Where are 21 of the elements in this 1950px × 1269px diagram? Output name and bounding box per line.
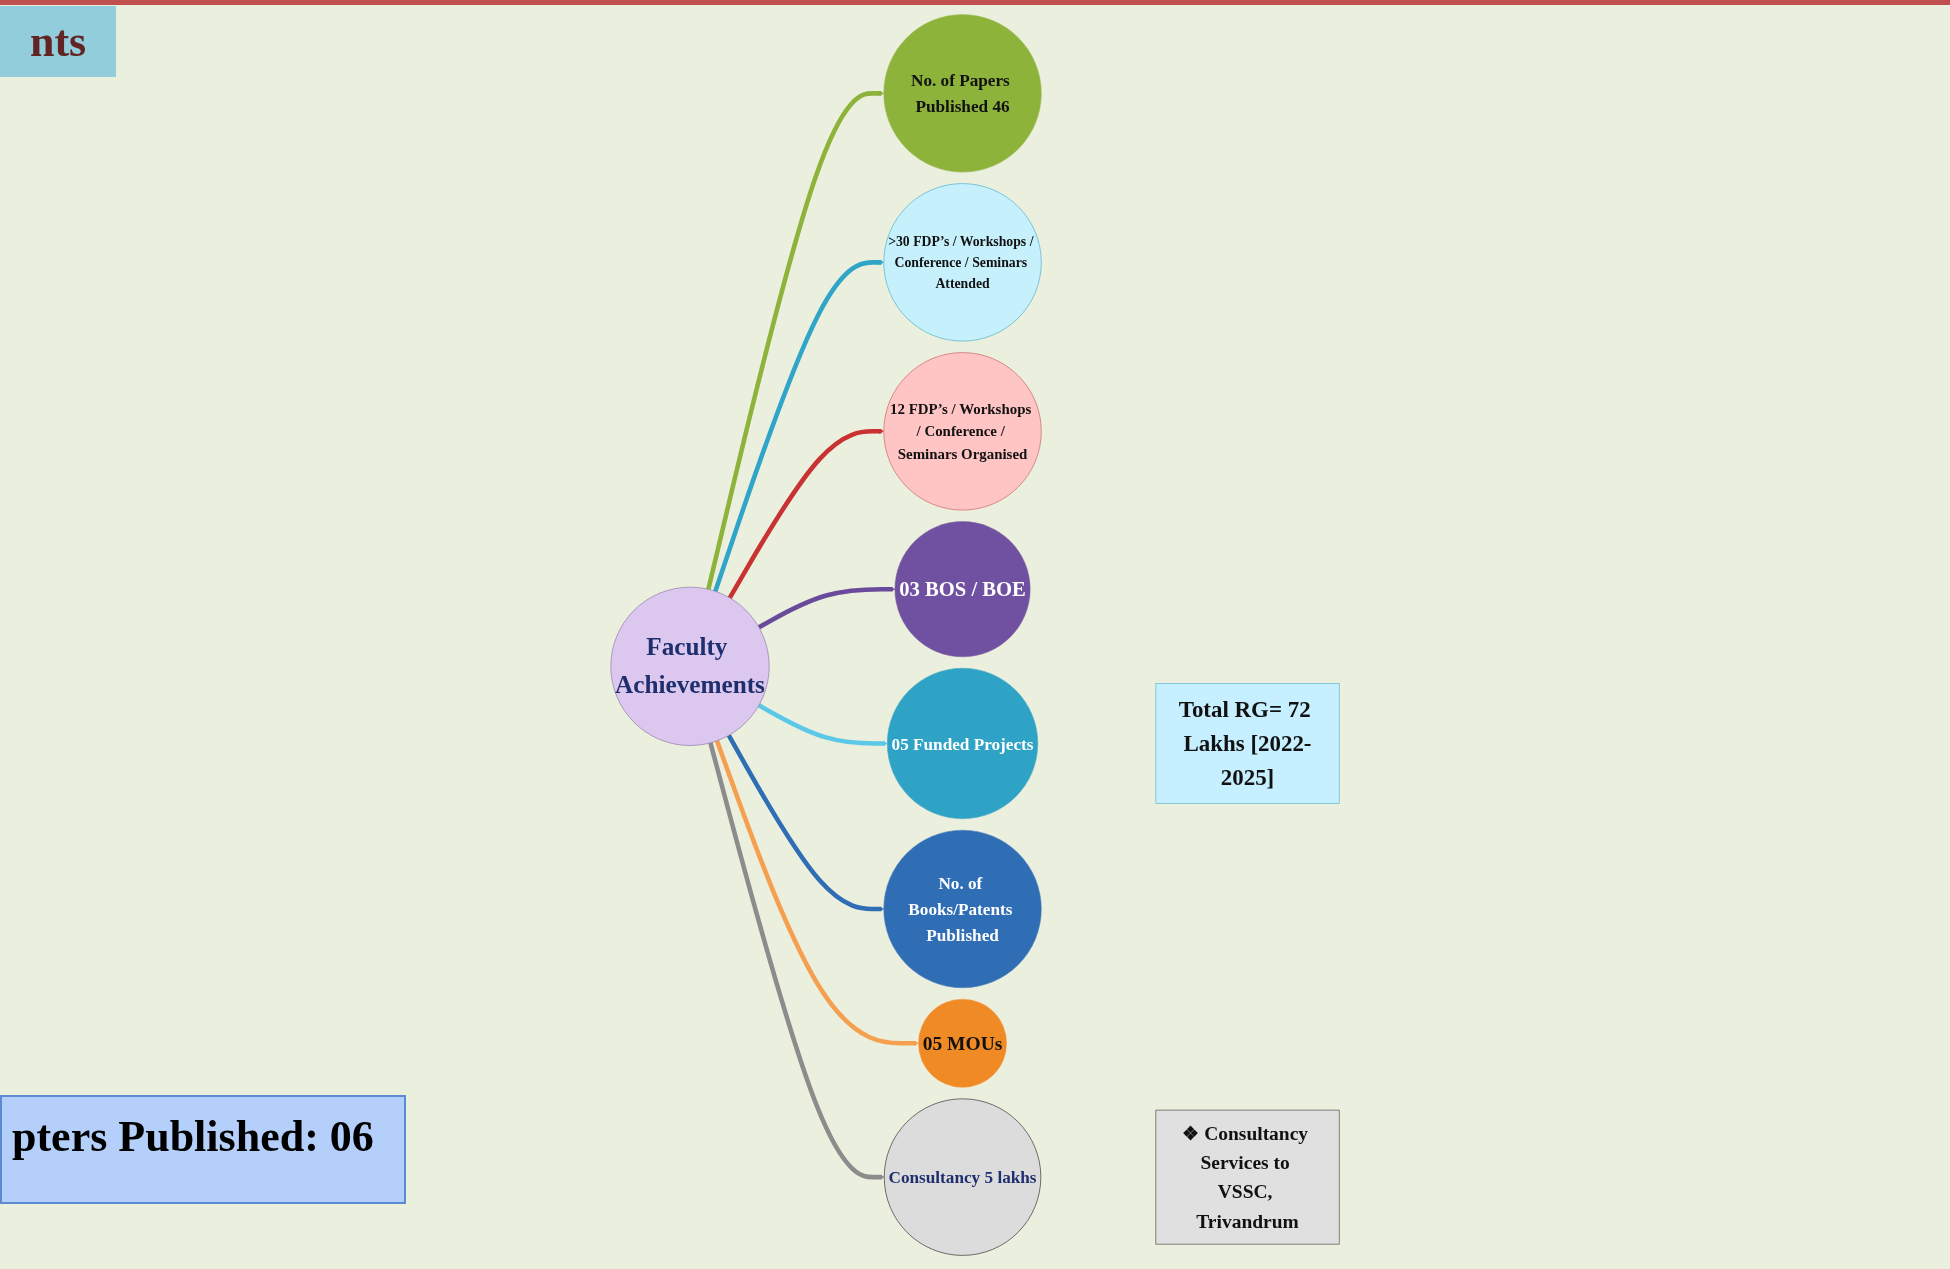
- node-circle: 03 BOS / BOE: [894, 521, 1031, 658]
- arrow: [714, 740, 919, 1046]
- arrow: [706, 90, 884, 590]
- arrow: [726, 734, 884, 912]
- arrow: [727, 428, 884, 599]
- node-circle: No. of Books/Patents Published: [883, 829, 1042, 989]
- title-tab: nts: [0, 6, 117, 77]
- node-circle: 12 FDP’s / Workshops / Conference / Seminars Organised: [883, 352, 1042, 511]
- node-circle: 05 MOUs: [918, 998, 1007, 1088]
- node-box: ❖ Consultancy Services to VSSC, Trivandrum: [1155, 1109, 1340, 1245]
- node-box: Total RG= 72 Lakhs [2022-2025]: [1155, 683, 1340, 804]
- node-circle: 05 Funded Projects: [887, 667, 1039, 820]
- arrow: [713, 259, 884, 593]
- node-circle: No. of Papers Published 46: [883, 14, 1042, 173]
- note-box: pters Published: 06: [0, 1095, 406, 1204]
- node-circle: Consultancy 5 lakhs: [883, 1098, 1042, 1256]
- arrow: [708, 742, 885, 1180]
- arrow: [757, 703, 888, 746]
- node-circle: Faculty Achievements: [610, 586, 770, 746]
- node-circle: >30 FDP’s / Workshops / Conference / Seminars Attended: [883, 183, 1042, 342]
- arrow: [757, 586, 896, 630]
